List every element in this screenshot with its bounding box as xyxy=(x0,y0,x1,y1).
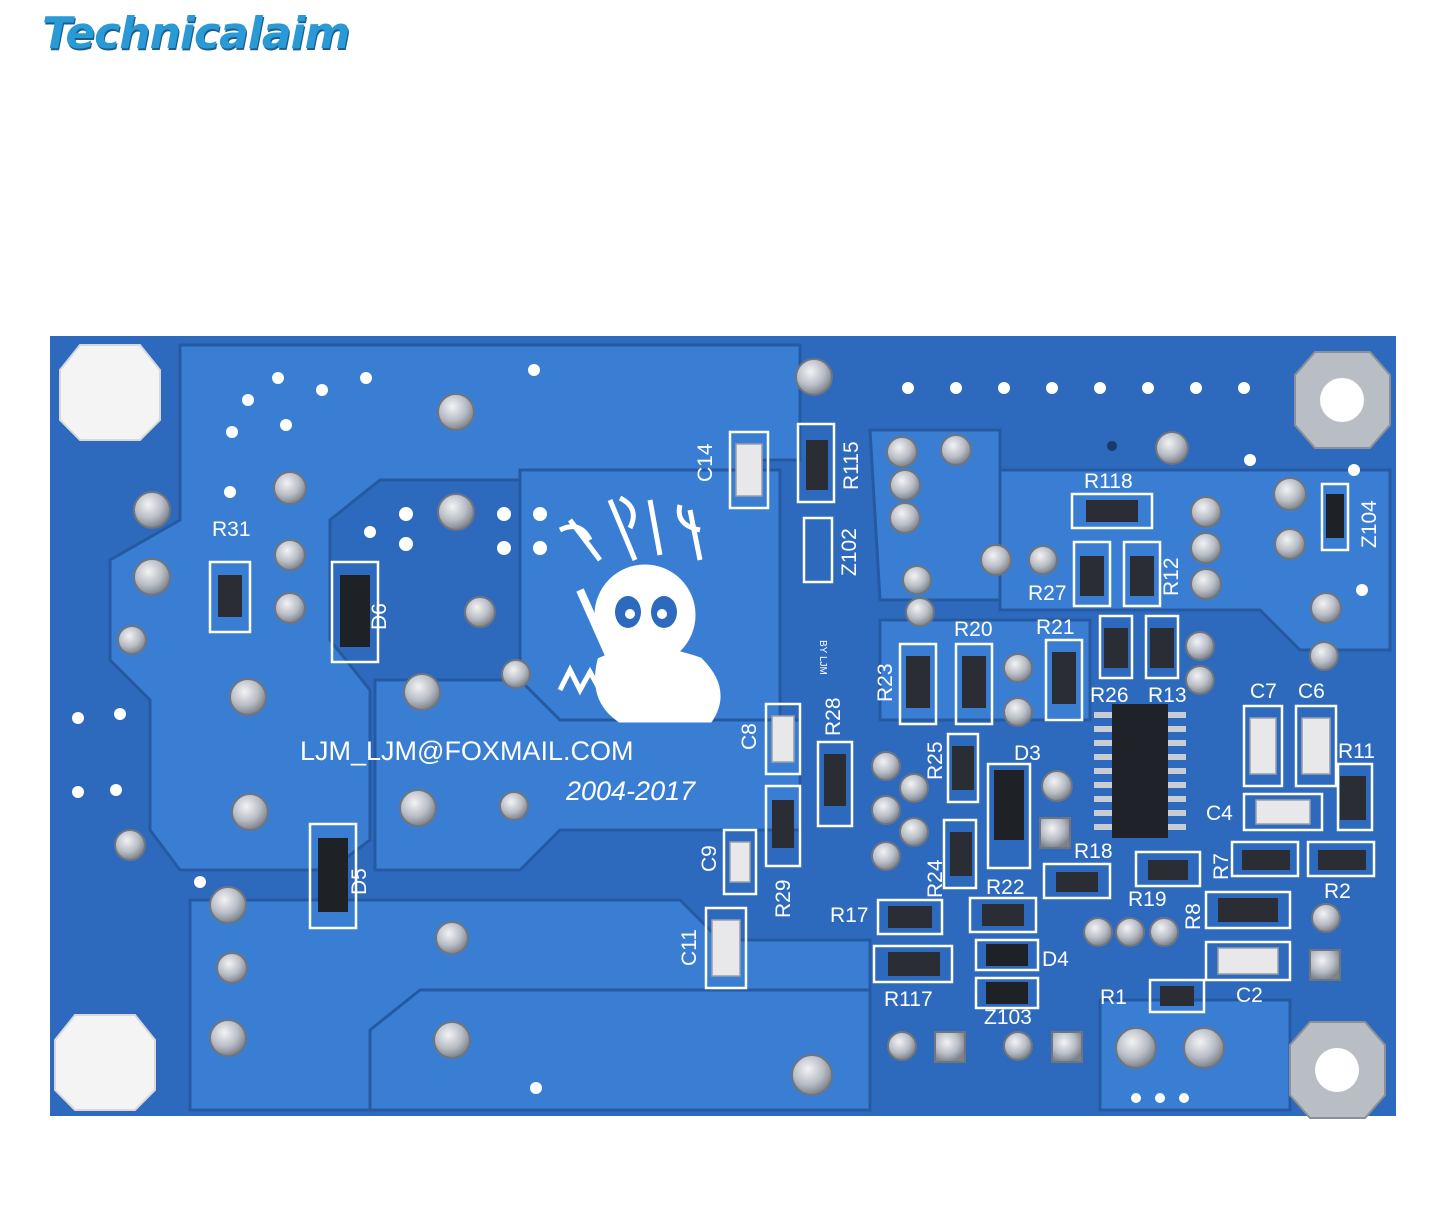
solder-joints xyxy=(114,358,1342,1096)
label-c2: C2 xyxy=(1236,984,1263,1007)
label-c7: C7 xyxy=(1250,680,1277,703)
label-r28: R28 xyxy=(822,697,845,736)
label-r26: R26 xyxy=(1090,684,1129,707)
technicalaim-logo: Technicalaim xyxy=(42,8,350,59)
label-r24: R24 xyxy=(924,859,947,898)
label-c4: C4 xyxy=(1206,802,1233,825)
label-r21: R21 xyxy=(1036,616,1075,639)
label-r2: R2 xyxy=(1324,880,1351,903)
label-r11: R11 xyxy=(1338,740,1375,763)
label-d5: D5 xyxy=(348,868,371,895)
label-c6: C6 xyxy=(1298,680,1325,703)
smd-bodies xyxy=(218,440,1366,1006)
label-r19: R19 xyxy=(1128,888,1167,911)
ic-chip xyxy=(1094,704,1186,838)
years-text: 2004-2017 xyxy=(565,776,696,806)
label-r12: R12 xyxy=(1160,557,1183,596)
label-c9: C9 xyxy=(698,845,721,872)
label-c8: C8 xyxy=(738,723,761,750)
label-r7: R7 xyxy=(1210,853,1233,880)
label-r20: R20 xyxy=(954,618,993,641)
label-r27: R27 xyxy=(1028,582,1067,605)
label-c11: C11 xyxy=(678,929,701,966)
diodes xyxy=(308,482,1350,1010)
label-r25: R25 xyxy=(924,741,947,780)
smd-components xyxy=(208,422,1376,1014)
label-r29: R29 xyxy=(772,879,795,918)
mounting-holes xyxy=(54,344,1391,1119)
label-r23: R23 xyxy=(874,663,897,702)
byline-text: BY LJM xyxy=(817,640,828,675)
square-pads xyxy=(934,817,1341,1063)
ceramic-capacitors xyxy=(711,443,1331,977)
label-r1: R1 xyxy=(1100,986,1127,1009)
label-r118: R118 xyxy=(1084,470,1133,493)
label-r17: R17 xyxy=(830,904,869,927)
label-r117: R117 xyxy=(884,988,933,1011)
label-c14: C14 xyxy=(694,443,717,482)
label-r13: R13 xyxy=(1148,684,1187,707)
label-r31: R31 xyxy=(212,518,251,541)
label-r115: R115 xyxy=(840,441,863,490)
label-d4: D4 xyxy=(1042,948,1069,971)
panda-mascot xyxy=(557,495,721,723)
label-z104: Z104 xyxy=(1358,500,1381,548)
vias xyxy=(72,364,1368,1103)
label-r22: R22 xyxy=(986,876,1025,899)
label-z103: Z103 xyxy=(984,1006,1032,1029)
label-z102: Z102 xyxy=(838,528,861,576)
label-d6: D6 xyxy=(368,603,391,630)
email-text: LJM_LJM@FOXMAIL.COM xyxy=(300,736,633,766)
label-r18: R18 xyxy=(1074,840,1113,863)
label-r8: R8 xyxy=(1182,903,1205,930)
label-d3: D3 xyxy=(1014,742,1041,765)
